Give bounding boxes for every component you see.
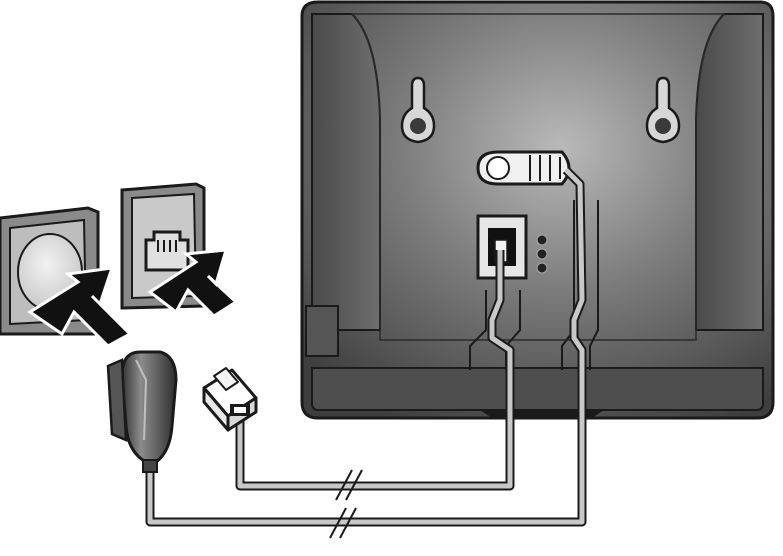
cables bbox=[145, 166, 587, 539]
bottom-rim bbox=[311, 367, 764, 411]
rj-plug-icon bbox=[202, 367, 258, 432]
back-panel bbox=[350, 13, 726, 341]
phone-cable bbox=[235, 250, 515, 491]
indicator-holes bbox=[536, 234, 548, 274]
insert-arrow-power bbox=[27, 266, 133, 348]
cable-break-marks bbox=[329, 469, 363, 539]
base-station bbox=[300, 0, 775, 420]
wall-mount-hole-left bbox=[400, 76, 436, 144]
phone-plug bbox=[202, 367, 258, 432]
wall-mount-hole-right bbox=[645, 76, 681, 144]
right-side-panel bbox=[695, 13, 764, 331]
left-side-panel bbox=[311, 13, 381, 331]
side-latch bbox=[305, 305, 339, 357]
power-cable bbox=[145, 166, 587, 527]
insert-arrow-jack bbox=[147, 248, 239, 318]
rj-jack-icon bbox=[144, 230, 190, 272]
plug-adapter-icon bbox=[120, 350, 178, 464]
power-input-socket bbox=[476, 150, 571, 186]
power-adapter bbox=[106, 350, 178, 473]
